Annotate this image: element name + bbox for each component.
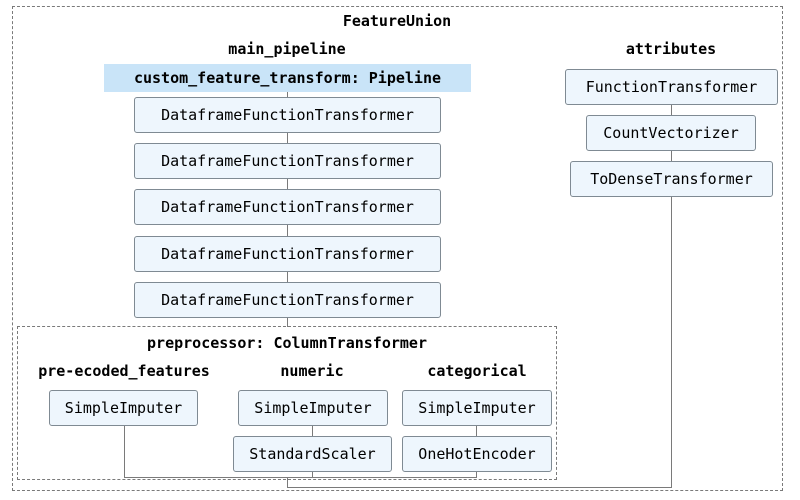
simple-imputer-node[interactable]: SimpleImputer xyxy=(238,390,388,426)
function-transformer-node[interactable]: FunctionTransformer xyxy=(565,69,778,105)
branch-label-pre-encoded: pre-ecoded_features xyxy=(38,362,210,380)
simple-imputer-node[interactable]: SimpleImputer xyxy=(49,390,198,426)
custom-feature-transform-label: custom_feature_transform: Pipeline xyxy=(104,64,471,92)
dataframe-function-transformer-node[interactable]: DataframeFunctionTransformer xyxy=(134,236,441,272)
dataframe-function-transformer-node[interactable]: DataframeFunctionTransformer xyxy=(134,97,441,133)
one-hot-encoder-node[interactable]: OneHotEncoder xyxy=(402,436,552,472)
branch-label-categorical: categorical xyxy=(427,362,527,380)
attributes-connector xyxy=(671,104,672,487)
branch-merge-line xyxy=(124,477,477,478)
attributes-label: attributes xyxy=(625,40,717,58)
standard-scaler-node[interactable]: StandardScaler xyxy=(233,436,392,472)
feature-union-container xyxy=(12,6,783,491)
feature-union-label: FeatureUnion xyxy=(342,12,452,30)
dataframe-function-transformer-node[interactable]: DataframeFunctionTransformer xyxy=(134,282,441,318)
union-merge-line xyxy=(287,487,672,488)
branch-label-numeric: numeric xyxy=(280,362,344,380)
to-dense-transformer-node[interactable]: ToDenseTransformer xyxy=(570,161,773,197)
preprocessor-label: preprocessor: ColumnTransformer xyxy=(147,334,427,352)
preprocessor-output-connector xyxy=(287,477,288,487)
dataframe-function-transformer-node[interactable]: DataframeFunctionTransformer xyxy=(134,143,441,179)
count-vectorizer-node[interactable]: CountVectorizer xyxy=(586,115,756,151)
dataframe-function-transformer-node[interactable]: DataframeFunctionTransformer xyxy=(134,189,441,225)
simple-imputer-node[interactable]: SimpleImputer xyxy=(402,390,552,426)
main-pipeline-label: main_pipeline xyxy=(228,40,346,58)
branch-connector xyxy=(124,426,125,477)
